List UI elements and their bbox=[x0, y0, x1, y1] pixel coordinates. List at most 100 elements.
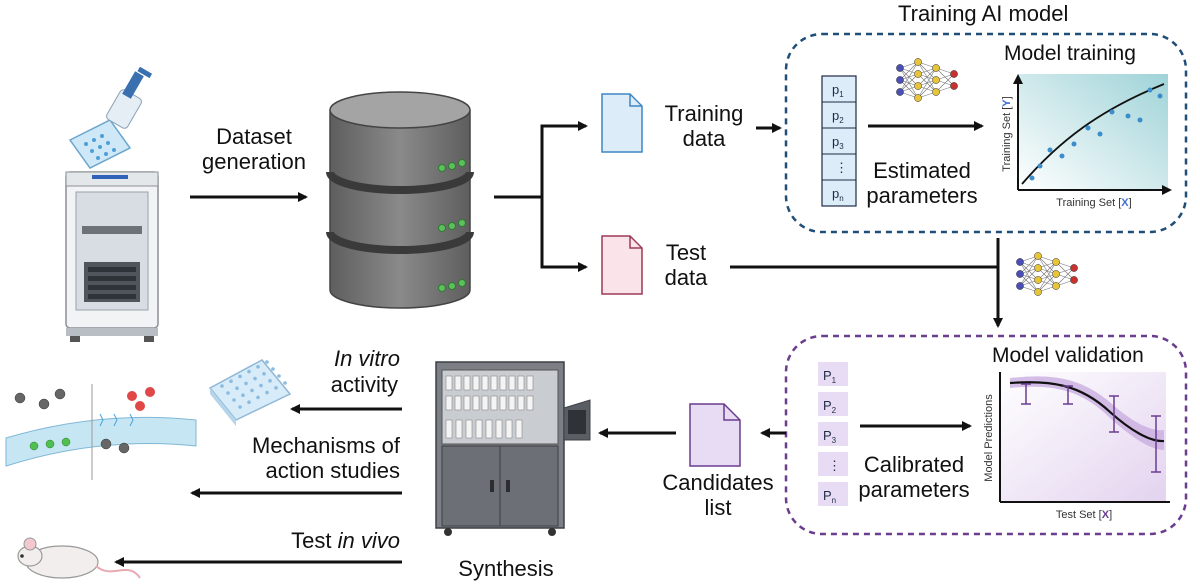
y-axis-label: Model Predictions bbox=[983, 394, 995, 482]
well bbox=[220, 384, 224, 388]
network-node bbox=[1016, 270, 1024, 278]
well bbox=[250, 388, 254, 393]
scatter-points bbox=[1029, 87, 1163, 181]
param-cell: p2 bbox=[832, 108, 844, 125]
network-node bbox=[896, 88, 904, 96]
network-node bbox=[932, 64, 940, 72]
well bbox=[235, 386, 239, 391]
network-node bbox=[1052, 270, 1060, 278]
well bbox=[283, 381, 287, 385]
network-node bbox=[1016, 282, 1024, 290]
param-cell: p1 bbox=[832, 82, 844, 99]
network-node bbox=[896, 64, 904, 72]
training-data-document-icon bbox=[601, 93, 643, 153]
calibrated-parameters-label: Calibrated parameters bbox=[858, 452, 970, 502]
estimated-parameters-label: Estimated parameters bbox=[866, 158, 978, 208]
arrow-db-to-test bbox=[540, 197, 588, 272]
param-cell: P1 bbox=[823, 368, 837, 385]
well bbox=[241, 393, 245, 398]
network-node bbox=[950, 70, 958, 78]
param-cell: p3 bbox=[832, 134, 844, 151]
well bbox=[247, 369, 251, 374]
arrow-db-to-training bbox=[494, 121, 588, 199]
network-node bbox=[1052, 258, 1060, 266]
param-list-validation: P1 P2 P3 ⋮ Pn bbox=[818, 362, 848, 506]
network-node bbox=[1052, 282, 1060, 290]
well bbox=[226, 391, 230, 395]
well bbox=[259, 383, 263, 388]
param-cell: P3 bbox=[823, 428, 837, 445]
test-in-vivo-label: Test in vivo bbox=[291, 528, 400, 553]
network-node bbox=[914, 70, 922, 78]
well bbox=[265, 390, 269, 395]
dataset-generation-label: Dataset generation bbox=[202, 124, 306, 174]
param-cell: P2 bbox=[823, 398, 837, 415]
well-plate-icon bbox=[208, 359, 292, 426]
well bbox=[238, 405, 242, 409]
network-node bbox=[932, 88, 940, 96]
network-node bbox=[1034, 288, 1042, 296]
network-node bbox=[914, 94, 922, 102]
well bbox=[277, 374, 281, 378]
mouse-icon bbox=[17, 537, 141, 579]
well bbox=[244, 381, 248, 386]
liquid-handler-icon bbox=[65, 171, 159, 342]
well bbox=[265, 360, 269, 364]
network-node bbox=[1070, 276, 1078, 284]
network-node bbox=[914, 58, 922, 66]
well bbox=[271, 367, 275, 371]
x-axis-label: Test Set [X] bbox=[1056, 509, 1112, 521]
test-data-label: Test data bbox=[664, 240, 708, 290]
training-ai-model-title: Training AI model bbox=[898, 1, 1069, 26]
network-node bbox=[1016, 258, 1024, 266]
network-node bbox=[914, 82, 922, 90]
model-training-title: Model training bbox=[1004, 42, 1136, 65]
training-data-label: Training data bbox=[664, 101, 744, 151]
error-bars bbox=[1021, 383, 1161, 473]
param-cell: ⋮ bbox=[828, 458, 841, 473]
network-node bbox=[1034, 264, 1042, 272]
well bbox=[262, 372, 266, 376]
well bbox=[229, 379, 233, 384]
x-axis-label: Training Set [X] bbox=[1056, 197, 1131, 209]
network-node bbox=[1034, 252, 1042, 260]
membrane-mechanism-icon bbox=[5, 372, 197, 480]
test-data-document-icon bbox=[601, 235, 643, 295]
well bbox=[238, 374, 242, 379]
network-node bbox=[1070, 264, 1078, 272]
network-node bbox=[1034, 276, 1042, 284]
model-validation-box bbox=[784, 334, 1188, 536]
pipette-icon bbox=[68, 66, 153, 169]
training-ai-model-box bbox=[784, 32, 1188, 234]
well bbox=[232, 398, 236, 402]
param-cell: Pn bbox=[823, 488, 836, 505]
in-vitro-label: In vitro bbox=[333, 346, 400, 371]
fit-curve bbox=[1021, 83, 1165, 185]
y-axis-label: Training Set [Y] bbox=[1001, 96, 1013, 171]
network-node bbox=[932, 76, 940, 84]
well bbox=[274, 386, 278, 390]
neural-network-icon bbox=[896, 58, 958, 102]
param-list-training: p1 p2 p3 ⋮ pn bbox=[821, 75, 857, 207]
well bbox=[256, 365, 260, 369]
candidates-list-document-icon bbox=[689, 403, 741, 467]
synthesizer-icon bbox=[435, 361, 591, 536]
network-node bbox=[896, 76, 904, 84]
activity-label: activity bbox=[330, 372, 398, 397]
neural-network-icon bbox=[1016, 252, 1078, 296]
model-training-plot: Training Set [X] Training Set [Y] bbox=[1001, 74, 1172, 209]
model-validation-title: Model validation bbox=[992, 344, 1144, 367]
well bbox=[256, 395, 260, 400]
mechanisms-label: Mechanisms of action studies bbox=[252, 433, 400, 483]
model-validation-plot: Test Set [X] Model Predictions bbox=[983, 372, 1170, 521]
well bbox=[247, 400, 251, 405]
well bbox=[253, 376, 257, 381]
candidates-list-label: Candidates list bbox=[662, 470, 774, 520]
param-cell: ⋮ bbox=[835, 160, 848, 175]
network-node bbox=[950, 82, 958, 90]
synthesis-label: Synthesis bbox=[458, 556, 554, 581]
database-icon bbox=[326, 91, 474, 309]
param-cell: pn bbox=[832, 186, 844, 203]
